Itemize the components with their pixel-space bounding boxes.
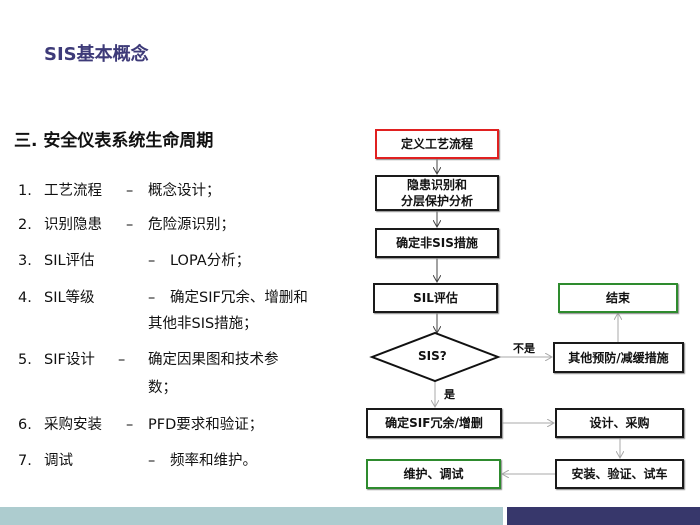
item-number: 1. [18, 183, 32, 199]
item-desc-continued: 数； [148, 380, 177, 396]
decision-label: SIS? [418, 349, 447, 363]
item-desc: 概念设计； [148, 183, 221, 199]
flow-step-non-sis: 确定非SIS措施 [375, 228, 499, 258]
decision-diamond [369, 331, 501, 383]
item-dash: – [118, 352, 126, 368]
item-term: SIL评估 [44, 253, 95, 269]
flow-step-other-measures: 其他预防/减缓措施 [553, 342, 684, 373]
yes-label: 是 [444, 388, 455, 401]
item-desc-continued: 其他非SIS措施； [148, 316, 258, 332]
item-term: SIL等级 [44, 290, 95, 306]
flow-step-define-process: 定义工艺流程 [375, 129, 499, 159]
list-item: 7. 调试 –频率和维护。 [18, 449, 257, 470]
list-item: 5. SIF设计 – 确定因果图和技术参 [18, 348, 279, 369]
flow-step-end: 结束 [558, 283, 678, 313]
flow-step-sif: 确定SIF冗余/增删 [366, 408, 502, 438]
item-desc: 确定SIF冗余、增删和 [170, 290, 308, 306]
section-title: 三. 安全仪表系统生命周期 [14, 131, 214, 151]
item-number: 7. [18, 453, 32, 469]
no-label: 不是 [513, 342, 535, 355]
list-item: 1. 工艺流程 –概念设计； [18, 179, 221, 200]
flow-step-maintain: 维护、调试 [366, 459, 501, 489]
footer-bar-right [507, 507, 700, 525]
item-desc: 危险源识别； [148, 217, 235, 233]
item-number: 3. [18, 253, 32, 269]
step-line: 分层保护分析 [400, 194, 473, 208]
item-dash: – [126, 183, 134, 199]
flow-step-hazard-analysis: 隐患识别和分层保护分析 [375, 175, 499, 211]
item-term: 调试 [44, 453, 73, 469]
list-item: 4. SIL等级 –确定SIF冗余、增删和 [18, 286, 308, 307]
item-desc: 频率和维护。 [170, 453, 257, 469]
item-number: 5. [18, 352, 32, 368]
item-dash: – [148, 453, 156, 469]
item-number: 2. [18, 217, 32, 233]
item-term: 工艺流程 [44, 183, 102, 199]
item-term: 识别隐患 [44, 217, 102, 233]
flow-step-install: 安装、验证、试车 [555, 459, 684, 489]
item-desc: PFD要求和验证； [148, 417, 264, 433]
item-dash: – [126, 417, 134, 433]
footer-bar-left [0, 507, 503, 525]
flow-step-design: 设计、采购 [555, 408, 684, 438]
list-item: 2. 识别隐患 –危险源识别； [18, 213, 235, 234]
item-number: 4. [18, 290, 32, 306]
flow-step-sil: SIL评估 [373, 283, 498, 313]
list-item: 3. SIL评估 –LOPA分析； [18, 249, 250, 270]
item-term: 采购安装 [44, 417, 102, 433]
item-number: 6. [18, 417, 32, 433]
item-desc: LOPA分析； [170, 253, 251, 269]
item-dash: – [148, 290, 156, 306]
step-line: 隐患识别和 [406, 178, 467, 192]
item-term: SIF设计 [44, 352, 95, 368]
page-title: SIS基本概念 [44, 44, 149, 65]
item-dash: – [126, 217, 134, 233]
list-item: 6. 采购安装 –PFD要求和验证； [18, 413, 263, 434]
item-dash: – [148, 253, 156, 269]
item-desc: 确定因果图和技术参 [148, 352, 279, 368]
